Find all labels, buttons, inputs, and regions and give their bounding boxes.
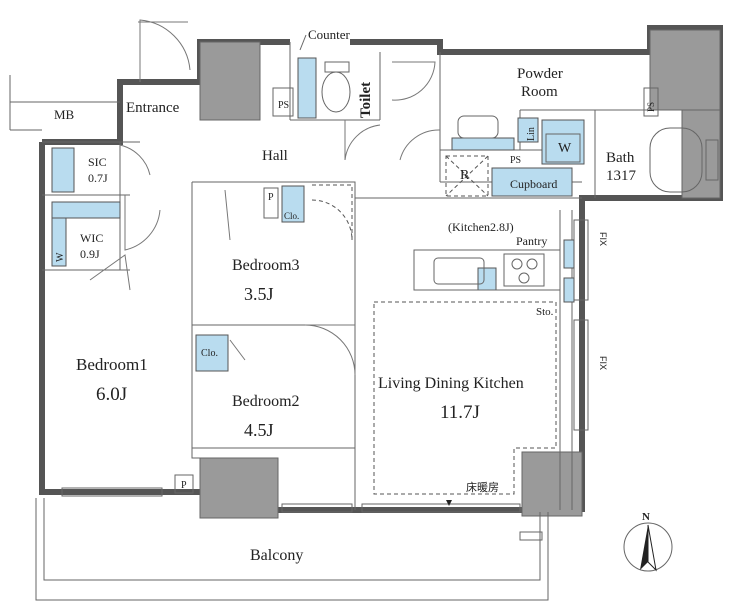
label-ps-3: PS xyxy=(510,155,521,166)
bathtub xyxy=(649,127,703,193)
label-cupboard: Cupboard xyxy=(510,177,557,191)
label-wic-size: 0.9J xyxy=(80,247,100,261)
label-p-1: P xyxy=(268,192,274,203)
label-sic: SIC xyxy=(88,155,107,169)
label-pantry: Pantry xyxy=(516,234,547,248)
sic-shelf xyxy=(51,147,75,193)
label-bedroom1-size: 6.0J xyxy=(96,384,127,405)
pillar-bottom-right xyxy=(521,451,583,517)
toilet-tank xyxy=(324,61,350,73)
clo1-box xyxy=(281,185,305,223)
label-wic-w: W xyxy=(55,252,66,262)
floor-heating-area xyxy=(373,301,557,495)
label-ldk: Living Dining Kitchen xyxy=(378,375,524,392)
label-bedroom2-size: 4.5J xyxy=(244,420,274,440)
refrigerator xyxy=(445,155,489,197)
pillar-right-bath xyxy=(681,109,721,199)
label-floor-heating: 床暖房 xyxy=(466,480,499,494)
burner-2 xyxy=(526,258,538,270)
wash-basin xyxy=(457,115,499,139)
clo2-box xyxy=(195,334,229,372)
label-r: R xyxy=(460,168,470,183)
window-strips xyxy=(61,139,719,513)
label-bedroom3-size: 3.5J xyxy=(244,284,274,304)
wic-shelf-side xyxy=(51,217,67,267)
washer xyxy=(545,133,581,163)
label-ldk-size: 11.7J xyxy=(440,402,480,423)
kitchen-stove xyxy=(503,253,545,287)
label-ps-1: PS xyxy=(278,100,289,111)
label-balcony: Balcony xyxy=(250,547,303,564)
lin-shelf xyxy=(517,117,539,143)
label-mb: MB xyxy=(54,107,75,122)
balcony-outline xyxy=(35,498,549,601)
label-north: N xyxy=(642,511,650,523)
washer-pan xyxy=(541,119,585,165)
label-fix-1: FIX xyxy=(598,232,608,246)
fixtures xyxy=(51,57,585,372)
label-entrance: Entrance xyxy=(126,100,180,116)
pillar-bottom-left xyxy=(199,457,279,519)
label-wic: WIC xyxy=(80,231,103,245)
label-bath: Bath xyxy=(606,150,635,166)
pantry-box xyxy=(563,239,575,269)
label-w: W xyxy=(558,141,572,156)
label-toilet: Toilet xyxy=(358,82,374,118)
kitchen-sink-strip xyxy=(477,267,497,291)
label-bath-size: 1317 xyxy=(606,168,637,184)
compass xyxy=(623,522,673,572)
label-sto: Sto. xyxy=(536,306,554,318)
label-hall: Hall xyxy=(262,148,288,164)
toilet-counter xyxy=(297,57,317,119)
label-fix-2: FIX xyxy=(598,356,608,370)
powder-counter xyxy=(451,137,515,151)
label-ps-2: PS xyxy=(646,102,656,112)
label-counter: Counter xyxy=(308,27,351,42)
label-lin: Lin xyxy=(526,127,537,141)
pillar-top-right xyxy=(649,29,721,111)
burner-3 xyxy=(518,272,530,284)
wic-shelf-top xyxy=(51,201,121,219)
label-bedroom3: Bedroom3 xyxy=(232,257,300,274)
label-p-2: P xyxy=(181,480,187,491)
kitchen-counter xyxy=(413,249,561,291)
door-swings xyxy=(89,19,441,376)
kitchen-sink xyxy=(433,257,485,285)
label-bedroom1: Bedroom1 xyxy=(76,355,148,374)
label-clo-2: Clo. xyxy=(201,348,218,359)
floor-heating-marker xyxy=(446,500,452,506)
burner-1 xyxy=(511,258,523,270)
pillar-top-left xyxy=(199,41,261,121)
cupboard-box xyxy=(491,167,573,197)
sto-box xyxy=(563,277,575,303)
label-clo-1: Clo. xyxy=(284,211,299,221)
label-kitchen: (Kitchen2.8J) xyxy=(448,220,514,234)
label-sic-size: 0.7J xyxy=(88,171,108,185)
label-bedroom2: Bedroom2 xyxy=(232,393,300,410)
toilet-bowl xyxy=(321,71,351,113)
